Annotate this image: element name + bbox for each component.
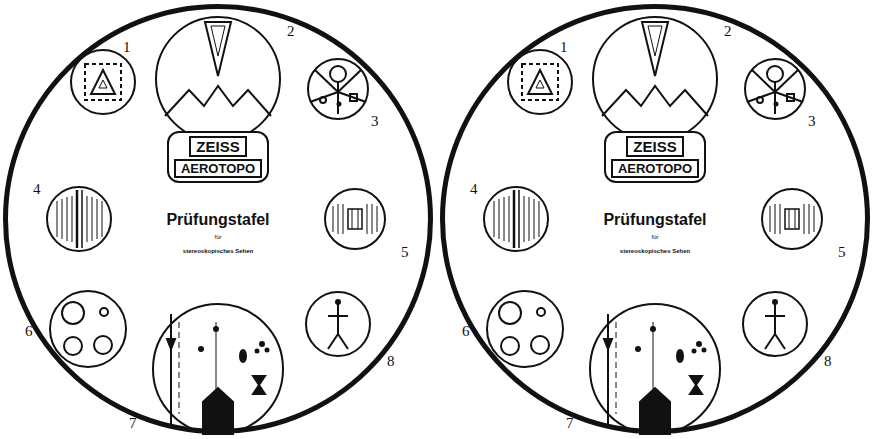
chart-subtitle: für <box>214 234 221 240</box>
logo-text: ZEISS <box>626 136 683 157</box>
callout-number: 6 <box>25 324 33 339</box>
callout-number: 8 <box>824 354 832 369</box>
callout-number: 5 <box>401 245 409 260</box>
test-chart-disc: Prüfungstafel für stereoskopisches Sehen ZE… <box>3 4 433 434</box>
callout-number: 3 <box>371 114 379 129</box>
chart-subtitle: stereoskopisches Sehen <box>183 248 253 254</box>
callout-number: 8 <box>387 354 395 369</box>
chart-title: Prüfungstafel <box>166 212 269 228</box>
callout-number: 1 <box>123 40 131 55</box>
logo-text: AEROTOPO <box>174 159 262 178</box>
test-chart-disc: Prüfungstafel für stereoskopisches Sehen ZE… <box>440 4 870 434</box>
logo-text: ZEISS <box>189 136 246 157</box>
callout-number: 1 <box>560 40 568 55</box>
logo-badge: ZEISS AEROTOPO <box>604 131 706 183</box>
chart-subtitle: stereoskopisches Sehen <box>620 248 690 254</box>
chart-subtitle: für <box>651 234 658 240</box>
callout-number: 5 <box>838 245 846 260</box>
callout-number: 7 <box>566 416 574 431</box>
callout-number: 6 <box>462 324 470 339</box>
callout-number: 4 <box>33 182 41 197</box>
right-chart <box>484 17 822 434</box>
callout-number: 2 <box>287 24 295 39</box>
chart-title: Prüfungstafel <box>603 212 706 228</box>
callout-number: 2 <box>724 24 732 39</box>
logo-text: AEROTOPO <box>611 159 699 178</box>
left-chart <box>47 17 385 434</box>
callout-number: 7 <box>129 416 137 431</box>
callout-number: 3 <box>808 114 816 129</box>
callout-number: 4 <box>470 182 478 197</box>
logo-badge: ZEISS AEROTOPO <box>167 131 269 183</box>
